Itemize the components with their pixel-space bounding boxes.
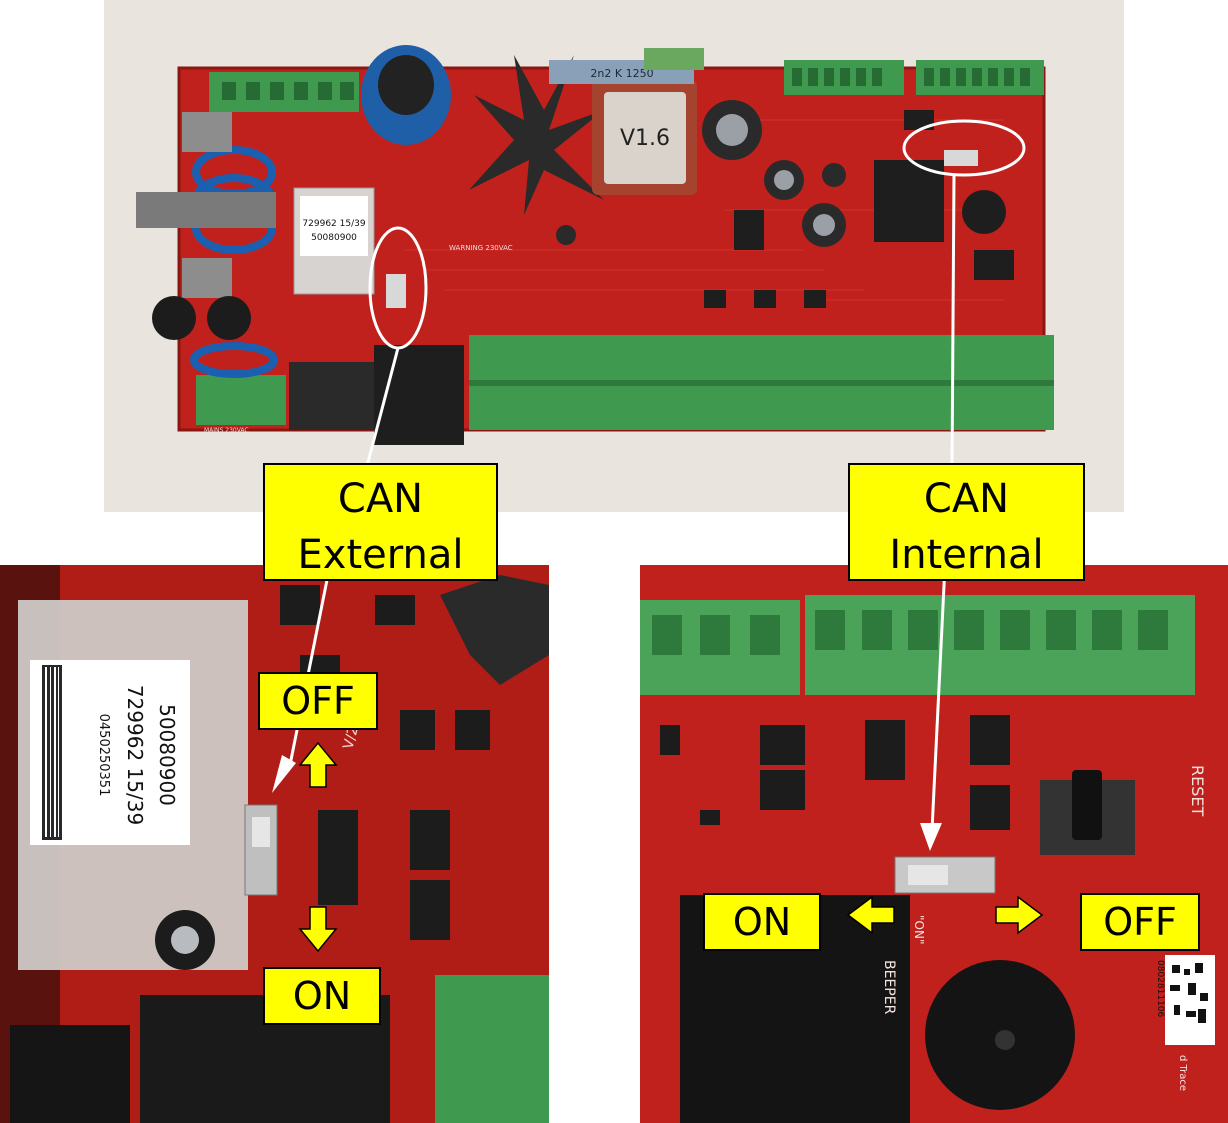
main-board-drawing: V1.6 2n2 K 1250 729962 15/39 50080900: [136, 45, 1054, 471]
relay-sticker-line3: 50080900: [311, 233, 357, 243]
terminal-closeup: [435, 975, 549, 1123]
can-internal-callout: CAN Internal: [848, 463, 1085, 581]
heatsink-closeup: [440, 575, 549, 685]
can-external-pointer-closeup: [288, 565, 332, 766]
serial-label: 0802811106: [1155, 960, 1165, 1018]
relay-sticker-line2: 729962 15/39: [302, 219, 365, 229]
can-external-off-label: OFF: [258, 672, 378, 730]
fuse-holder-1: [152, 296, 196, 340]
beeper: [962, 190, 1006, 234]
reset-label: RESET: [1188, 765, 1207, 816]
can-external-closeup-drawing: 0450250351 729962 15/39 50080900 V/200mA…: [0, 565, 549, 1123]
can-external-switch: [386, 274, 406, 308]
heatsink: [469, 55, 604, 215]
beeper-label: BEEPER: [881, 960, 897, 1015]
on-mark-label: "ON": [912, 915, 926, 944]
rj-connector-closeup: [10, 1025, 130, 1123]
can-external-line1: CAN: [337, 476, 424, 522]
can-internal-pointer: [950, 174, 956, 471]
fuse-holder-2: [207, 296, 251, 340]
closeup-sticker-line1: 0450250351: [96, 714, 111, 797]
closeup-sticker-line3: 50080900: [155, 704, 179, 806]
can-external-callout: CAN External: [263, 463, 498, 581]
arrow-up-off: [298, 741, 338, 788]
can-internal-highlight: [902, 119, 1026, 177]
arrow-down-on: [298, 906, 338, 953]
can-internal-closeup-drawing: RESET "ON" BEEPER 0802811106 d Trace: [640, 565, 1228, 1123]
can-internal-line2: Internal: [889, 532, 1044, 578]
rj-connector: [289, 362, 374, 430]
can-internal-switch: [944, 150, 978, 166]
mains-terminal: [196, 375, 286, 425]
arrow-right-off: [995, 895, 1044, 935]
main-board-photo: V1.6 2n2 K 1250 729962 15/39 50080900: [104, 0, 1124, 512]
can-internal-line1: CAN: [923, 476, 1010, 522]
closeup-sticker-line2: 729962 15/39: [123, 685, 147, 825]
can-internal-pointer-closeup: [930, 565, 947, 831]
can-internal-off-label: OFF: [1080, 893, 1200, 951]
version-label: V1.6: [620, 126, 670, 151]
can-internal-on-label: ON: [703, 893, 821, 951]
db-connector: [374, 345, 464, 445]
trace-label: d Trace: [1177, 1055, 1188, 1091]
mains-label: MAINS 230VAC: [204, 427, 249, 434]
warning-label: WARNING 230VAC: [449, 244, 513, 252]
microcontroller: [874, 160, 944, 242]
can-external-line2: External: [297, 532, 464, 578]
can-external-on-label: ON: [263, 967, 381, 1025]
arrow-left-on: [846, 895, 895, 935]
pointer-arrowhead-internal: [920, 823, 942, 851]
pointer-arrowhead: [272, 755, 296, 793]
line-filter: [136, 192, 276, 228]
can-internal-closeup-photo: RESET "ON" BEEPER 0802811106 d Trace: [640, 565, 1228, 1123]
can-external-closeup-photo: 0450250351 729962 15/39 50080900 V/200mA…: [0, 565, 549, 1123]
capacitor-code-label: 2n2 K 1250: [590, 67, 653, 80]
can-external-pointer: [364, 347, 400, 471]
